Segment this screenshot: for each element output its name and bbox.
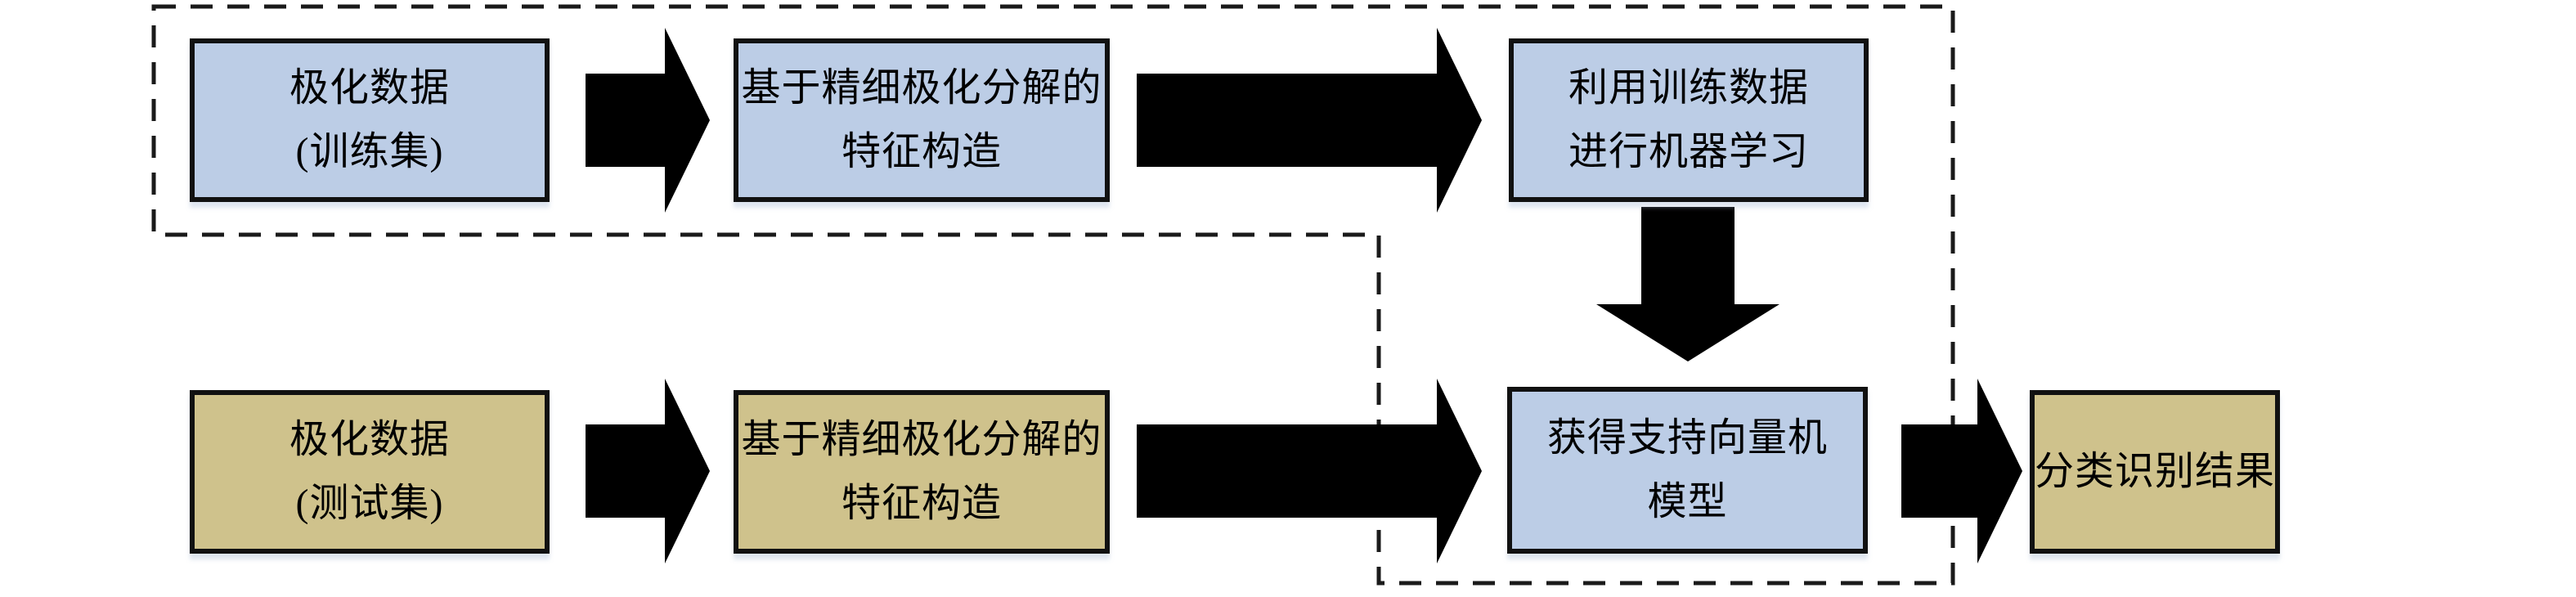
node-label-line: 模型 (1647, 480, 1728, 523)
node-label-line: 进行机器学习 (1568, 130, 1809, 173)
arrow-right-icon (586, 379, 710, 563)
node-label-line: 基于精细极化分解的 (741, 418, 1102, 461)
node-svm-model: 获得支持向量机 模型 (1507, 387, 1868, 554)
arrow-right-icon (1137, 379, 1482, 563)
arrow-right-icon (1901, 379, 2022, 563)
node-train-feature: 基于精细极化分解的 特征构造 (734, 38, 1110, 202)
node-label-line: 特征构造 (841, 130, 1002, 173)
node-label-line: 极化数据 (289, 418, 450, 461)
node-train-data: 极化数据 (训练集) (190, 38, 550, 202)
node-test-data: 极化数据 (测试集) (190, 390, 550, 554)
arrow-right-icon (586, 28, 710, 213)
arrow-right-icon (1137, 28, 1482, 213)
node-label-line: 基于精细极化分解的 (741, 66, 1102, 110)
node-label-line: 分类识别结果 (2035, 450, 2276, 493)
node-label-line: 利用训练数据 (1568, 66, 1809, 110)
node-label-line: 特征构造 (841, 482, 1002, 525)
node-test-feature: 基于精细极化分解的 特征构造 (734, 390, 1110, 554)
node-label-line: 极化数据 (289, 66, 450, 110)
node-train-ml: 利用训练数据 进行机器学习 (1509, 38, 1869, 202)
dashed-boundary (151, 4, 1955, 586)
node-label-line: 获得支持向量机 (1546, 416, 1828, 460)
arrow-down-icon (1596, 207, 1779, 361)
node-result: 分类识别结果 (2030, 390, 2280, 554)
node-label-line: (训练集) (295, 130, 444, 173)
node-label-line: (测试集) (295, 482, 444, 525)
